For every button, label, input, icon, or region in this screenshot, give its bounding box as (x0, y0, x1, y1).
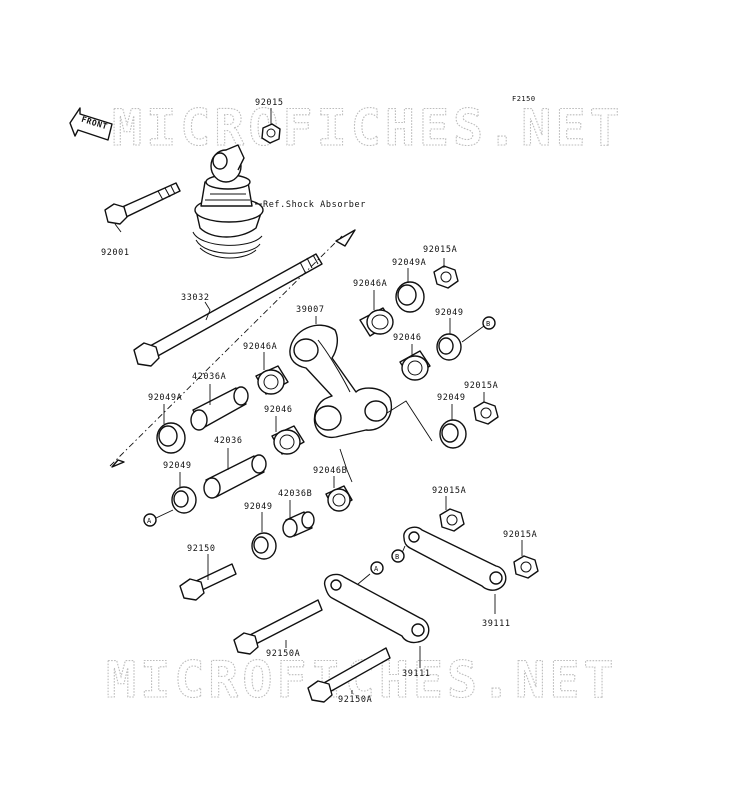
centerline-shaft (109, 235, 343, 467)
ref-b-lower: B (395, 553, 400, 561)
watermark-top: MICROFICHES.NET (112, 99, 624, 157)
seal-92049-middle (439, 419, 467, 449)
link-39111-upper (403, 526, 507, 591)
label-42036: 42036 (214, 436, 243, 446)
ref-circle-b-lower (391, 549, 405, 563)
leader (461, 325, 485, 343)
label-92049-left: 92049 (163, 461, 192, 471)
leader (339, 448, 353, 483)
nut-92015a-upper (433, 265, 459, 289)
ref-a-lower: A (374, 565, 379, 573)
collar-42036a (190, 386, 249, 431)
ref-circle-a-lower (370, 561, 384, 575)
bolt-92001 (104, 182, 181, 225)
label-92015a-upper: 92015A (423, 245, 457, 255)
label-39007: 39007 (296, 305, 325, 315)
label-92049a-left: 92049A (148, 393, 182, 403)
bearing-92046-right (399, 350, 431, 381)
label-92046a-upper: 92046A (353, 279, 387, 289)
shaft-33032 (133, 253, 323, 367)
leader (357, 573, 371, 585)
label-92015a-middle: 92015A (464, 381, 498, 391)
label-ref-shock-absorber: Ref.Shock Absorber (263, 200, 366, 210)
leader (155, 509, 174, 519)
seal-92049a-left (156, 422, 186, 454)
label-39111-lower: 39111 (402, 669, 431, 679)
seal-92049-lower (251, 532, 277, 560)
front-arrow-icon: FRONT (69, 107, 113, 141)
arrow-head-icon (335, 229, 356, 247)
leader-lines (114, 108, 523, 694)
nut-92015 (261, 123, 281, 144)
bearing-92046-left (271, 425, 305, 455)
label-92015: 92015 (255, 98, 284, 108)
ref-b-upper: B (486, 320, 491, 328)
label-92049-lower: 92049 (244, 502, 273, 512)
label-42036a: 42036A (192, 372, 226, 382)
label-92046a-left: 92046A (243, 342, 277, 352)
bearing-92046a-upper (359, 307, 394, 337)
collar-42036b (282, 511, 315, 538)
ref-circle-a (143, 513, 157, 527)
label-92150a-upper: 92150A (266, 649, 300, 659)
label-92049-middle: 92049 (437, 393, 466, 403)
label-92046b: 92046B (313, 466, 347, 476)
collar-42036 (203, 454, 267, 499)
shock-absorber-reference (192, 144, 264, 259)
rocker-arm-39007 (289, 324, 393, 439)
bolt-92150 (179, 563, 237, 601)
label-92049a-upper: 92049A (392, 258, 426, 268)
seal-92049-right (436, 333, 462, 361)
ref-a-left: A (147, 517, 152, 525)
label-92150a-lower: 92150A (338, 695, 372, 705)
label-42036b: 42036B (278, 489, 312, 499)
arrow-head-icon (111, 459, 125, 468)
bearing-92046b (325, 485, 353, 512)
seal-92049a-upper (395, 281, 425, 313)
seal-92049-left-lower (171, 486, 197, 514)
label-92049-upper: 92049 (435, 308, 464, 318)
ref-circle-b (482, 316, 496, 330)
watermark-bottom: MICROFICHES.NET (106, 651, 618, 709)
bolt-92150a-upper (233, 599, 323, 655)
nut-92015a-far-right (513, 555, 539, 579)
label-92015a-lower: 92015A (432, 486, 466, 496)
nut-92015a-lower (439, 508, 465, 532)
bolt-92150a-lower (307, 647, 391, 703)
label-92150: 92150 (187, 544, 216, 554)
label-92046-left: 92046 (264, 405, 293, 415)
bearing-92046a-left (255, 365, 289, 395)
label-92015a-far-right: 92015A (503, 530, 537, 540)
label-92001: 92001 (101, 248, 130, 258)
label-39111-upper: 39111 (482, 619, 511, 629)
nut-92015a-middle (473, 401, 499, 425)
label-33032: 33032 (181, 293, 210, 303)
link-39111-lower (323, 573, 430, 644)
diagram-code: F2150 (512, 95, 536, 103)
part-labels: 92015 92001 Ref.Shock Absorber 33032 390… (101, 98, 537, 705)
label-92046-right: 92046 (393, 333, 422, 343)
leader (386, 400, 433, 442)
